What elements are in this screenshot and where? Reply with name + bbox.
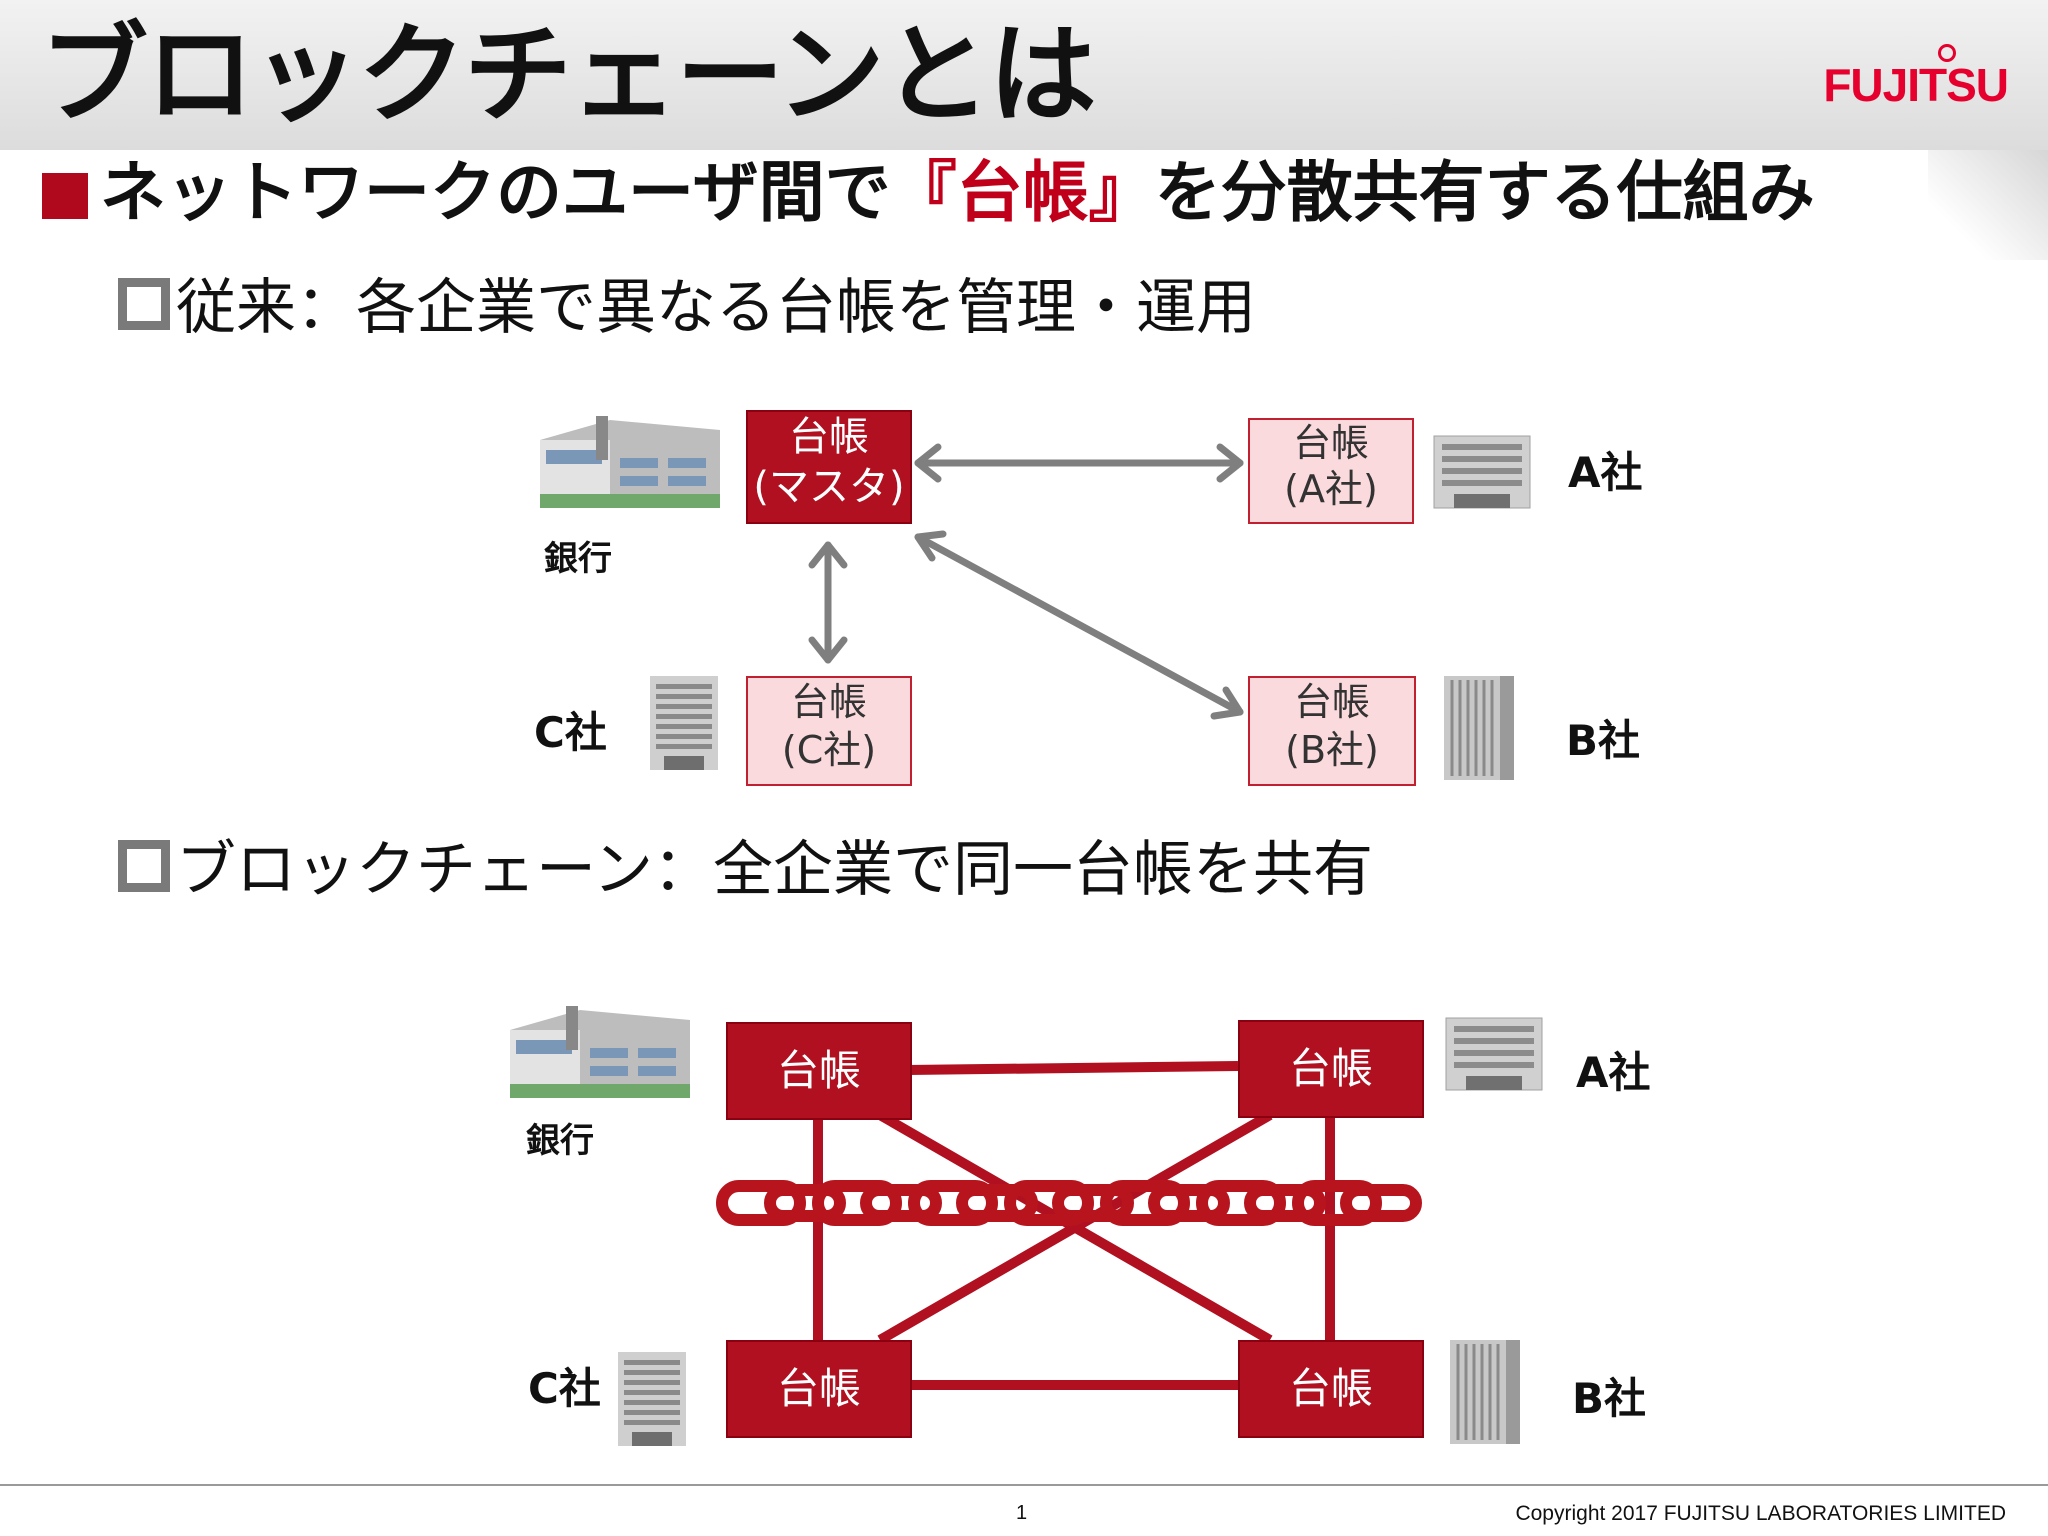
office-b-building-2-icon xyxy=(1448,1338,1522,1446)
ledger-master-line1: 台帳 xyxy=(789,414,869,460)
label-a-company-2: A社 xyxy=(1576,1048,1651,1097)
ledger-a-line2: (A社) xyxy=(1284,467,1378,511)
ledger-c-line1: 台帳 xyxy=(790,680,867,724)
label-c-company-2: C社 xyxy=(528,1364,601,1413)
label-b-company: B社 xyxy=(1566,716,1641,765)
label-bank: 銀行 xyxy=(544,539,612,579)
ledger-master-box: 台帳 (マスタ) xyxy=(746,410,912,524)
bank-building-icon xyxy=(540,416,720,508)
office-c-building-icon xyxy=(650,676,718,770)
shared-ledger-b-text: 台帳 xyxy=(1288,1364,1373,1413)
bullet-blockchain: ブロックチェーン：全企業で同一台帳を共有 xyxy=(118,840,1373,900)
page-title: ブロックチェーンとは xyxy=(40,13,1097,138)
label-b-company-2: B社 xyxy=(1572,1374,1647,1423)
subtitle-before: ネットワークのユーザ間で xyxy=(100,154,891,231)
ledger-b-line2: (B社) xyxy=(1285,728,1379,772)
title-band xyxy=(0,0,2048,150)
label-bank-2: 銀行 xyxy=(526,1121,594,1161)
subtitle: ネットワークのユーザ間で『台帳』を分散共有する仕組み xyxy=(42,160,1815,226)
office-a-building-icon xyxy=(1433,435,1531,509)
shared-ledger-a-text: 台帳 xyxy=(1288,1044,1373,1093)
label-c-company: C社 xyxy=(534,708,607,757)
copyright-text: Copyright 2017 FUJITSU LABORATORIES LIMI… xyxy=(1515,1502,2006,1525)
ledger-a-box: 台帳 (A社) xyxy=(1248,418,1414,524)
ledger-b-line1: 台帳 xyxy=(1293,680,1370,724)
gray-square-bullet-icon xyxy=(118,840,170,892)
office-b-building-icon xyxy=(1442,674,1516,782)
chain-icon xyxy=(716,1180,1422,1226)
subtitle-highlight: 『台帳』 xyxy=(890,154,1155,231)
bullet-conventional-text: 従来：各企業で異なる台帳を管理・運用 xyxy=(176,273,1256,343)
ledger-c-box: 台帳 (C社) xyxy=(746,676,912,786)
shared-ledger-bank-box: 台帳 xyxy=(726,1022,912,1120)
gray-square-bullet-icon xyxy=(118,278,170,330)
bullet-blockchain-text: ブロックチェーン：全企業で同一台帳を共有 xyxy=(176,835,1373,905)
bank-building-2-icon xyxy=(510,1006,690,1098)
shared-ledger-c-text: 台帳 xyxy=(776,1364,861,1413)
bullet-conventional: 従来：各企業で異なる台帳を管理・運用 xyxy=(118,278,1256,338)
shared-ledger-a-box: 台帳 xyxy=(1238,1020,1424,1118)
shared-ledger-b-box: 台帳 xyxy=(1238,1340,1424,1438)
footer-divider xyxy=(0,1484,2048,1486)
logo-mark-icon xyxy=(1938,44,1956,62)
office-c-building-2-icon xyxy=(618,1352,686,1446)
arrow-master-b xyxy=(914,533,1244,716)
ledger-master-line2: (マスタ) xyxy=(753,464,905,510)
label-a-company: A社 xyxy=(1568,448,1643,497)
office-a-building-2-icon xyxy=(1445,1017,1543,1091)
corner-fold xyxy=(1928,150,2048,260)
ledger-c-line2: (C社) xyxy=(781,728,877,772)
page-number: 1 xyxy=(1016,1502,1028,1524)
ledger-a-line1: 台帳 xyxy=(1292,421,1369,465)
subtitle-after: を分散共有する仕組み xyxy=(1154,154,1815,231)
shared-ledger-bank-text: 台帳 xyxy=(776,1046,861,1095)
fujitsu-logo: FUJITSU xyxy=(1823,59,2009,111)
ledger-b-box: 台帳 (B社) xyxy=(1248,676,1416,786)
red-square-bullet-icon xyxy=(42,173,88,219)
shared-ledger-c-box: 台帳 xyxy=(726,1340,912,1438)
